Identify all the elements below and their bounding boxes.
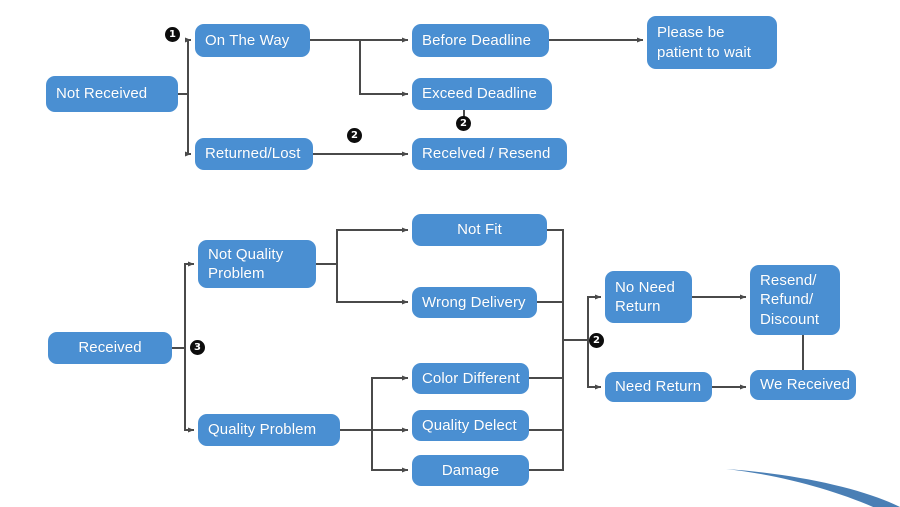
edge-not-quality-to-wrong-delivery (336, 264, 409, 305)
marker-1-on-the-way: 1 (165, 27, 180, 42)
node-exceed-deadline[interactable]: Exceed Deadline (412, 78, 552, 110)
node-recelved-resend[interactable]: Recelved / Resend (412, 138, 567, 170)
edge-quality-problem-to-damage (371, 430, 409, 473)
edge-on-the-way-to-exceed-deadline (359, 40, 409, 97)
issues-merge-bus (529, 229, 564, 471)
node-no-need-return[interactable]: No Need Return (605, 271, 692, 323)
node-quality-delect[interactable]: Quality Delect (412, 410, 529, 441)
node-on-the-way[interactable]: On The Way (195, 24, 310, 57)
edge-not-received-to-on-the-way (178, 37, 192, 95)
edge-quality-problem-to-color (340, 375, 409, 431)
node-before-deadline[interactable]: Before Deadline (412, 24, 549, 57)
marker-2-return-split: 2 (589, 333, 604, 348)
marker-3-received: 3 (190, 340, 205, 355)
node-damage[interactable]: Damage (412, 455, 529, 486)
node-resend-refund[interactable]: Resend/ Refund/ Discount (750, 265, 840, 335)
edge-received-to-not-quality (172, 261, 195, 349)
edge-not-quality-to-not-fit (316, 227, 409, 265)
marker-2-returned-lost: 2 (347, 128, 362, 143)
node-wrong-delivery[interactable]: Wrong Delivery (412, 287, 537, 318)
node-returned-lost[interactable]: Returned/Lost (195, 138, 313, 170)
node-need-return[interactable]: Need Return (605, 372, 712, 402)
edge-not-received-to-returned-lost (184, 94, 192, 157)
node-color-different[interactable]: Color Different (412, 363, 529, 394)
node-quality-problem[interactable]: Quality Problem (198, 414, 340, 446)
node-not-fit[interactable]: Not Fit (412, 214, 547, 246)
node-please-be-patient[interactable]: Please be patient to wait (647, 16, 777, 69)
node-not-received[interactable]: Not Received (46, 76, 178, 112)
decorative-swoosh (726, 469, 900, 507)
edge-received-to-quality-problem (184, 348, 195, 433)
node-not-quality[interactable]: Not Quality Problem (198, 240, 316, 288)
node-we-received[interactable]: We Received (750, 370, 856, 400)
node-received[interactable]: Received (48, 332, 172, 364)
marker-2-exceed-deadline: 2 (456, 116, 471, 131)
